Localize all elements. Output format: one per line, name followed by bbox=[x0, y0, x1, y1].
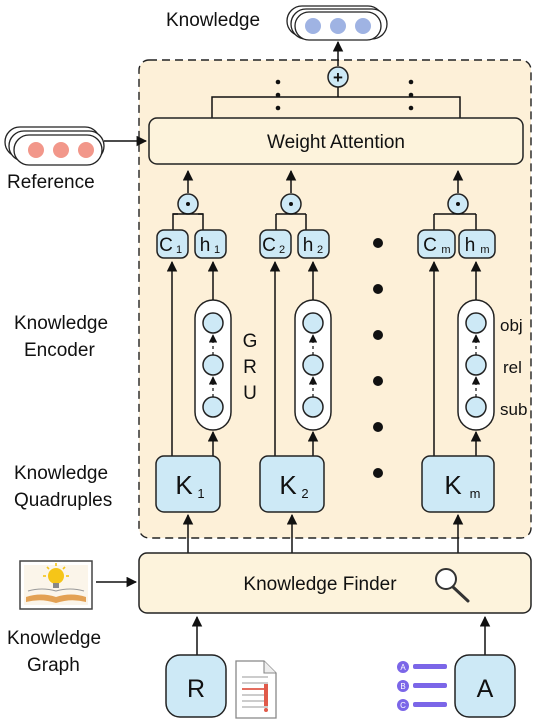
knowledge-encoder-label-line2: Encoder bbox=[24, 340, 95, 361]
knowledge-quadruples-label-line2: Quadruples bbox=[14, 490, 112, 511]
quadruple-label: K bbox=[175, 470, 193, 500]
encoder-column-m: C m h m K m bbox=[417, 169, 496, 513]
hidden-state-label: h bbox=[200, 235, 211, 256]
knowledge-output-label: Knowledge bbox=[166, 10, 260, 31]
cell-state-label: C bbox=[423, 235, 437, 256]
gru-label-r: R bbox=[243, 357, 257, 378]
knowledge-output-stack-icon bbox=[286, 5, 388, 41]
hidden-state-label: h bbox=[303, 235, 314, 256]
cell-state-node bbox=[156, 229, 189, 259]
svg-text:A: A bbox=[400, 663, 406, 672]
knowledge-finder-box bbox=[138, 552, 532, 614]
gru-label-g: G bbox=[243, 331, 258, 352]
quadruple-node bbox=[259, 455, 325, 513]
columns-ellipsis bbox=[373, 238, 383, 478]
cell-state-subscript: 2 bbox=[279, 244, 285, 256]
knowledge-dot bbox=[330, 18, 346, 34]
hidden-state-node bbox=[297, 229, 330, 259]
cell-state-subscript: m bbox=[441, 244, 450, 256]
knowledge-graph-label-line2: Graph bbox=[27, 655, 80, 676]
svg-text:C: C bbox=[400, 701, 406, 710]
hidden-state-label: h bbox=[465, 235, 476, 256]
reference-dot bbox=[53, 142, 69, 158]
knowledge-finder-label: Knowledge Finder bbox=[243, 574, 397, 595]
hidden-state-subscript: 1 bbox=[214, 244, 220, 256]
reference-stack-icon bbox=[4, 126, 105, 166]
hidden-state-node bbox=[194, 229, 227, 259]
cell-state-label: C bbox=[262, 235, 276, 256]
knowledge-graph-book-icon bbox=[19, 560, 93, 610]
quadruple-node bbox=[421, 455, 495, 513]
input-r-node bbox=[165, 654, 227, 718]
quadruple-label: K bbox=[279, 470, 297, 500]
document-icon bbox=[235, 660, 277, 719]
knowledge-encoder-label-line1: Knowledge bbox=[14, 313, 108, 334]
svg-text:B: B bbox=[400, 682, 405, 691]
rel-label: rel bbox=[503, 358, 522, 377]
encoder-panel bbox=[138, 59, 532, 539]
magnifier-icon bbox=[435, 568, 470, 603]
knowledge-dot bbox=[355, 18, 371, 34]
quadruple-node bbox=[155, 455, 221, 513]
sum-node-symbol: + bbox=[333, 68, 343, 87]
quadruple-subscript: m bbox=[470, 486, 481, 501]
reference-dot bbox=[78, 142, 94, 158]
hidden-state-subscript: m bbox=[480, 244, 489, 256]
obj-label: obj bbox=[500, 316, 523, 335]
weight-attention-label: Weight Attention bbox=[267, 132, 405, 153]
encoder-column-1: C 1 h 1 K 1 bbox=[155, 169, 232, 513]
sub-label: sub bbox=[500, 400, 527, 419]
reference-label: Reference bbox=[7, 172, 95, 193]
encoder-column-2: C 2 h 2 K 2 bbox=[259, 169, 332, 513]
quadruple-label: K bbox=[444, 470, 462, 500]
vertical-ellipsis bbox=[275, 79, 414, 111]
knowledge-quadruples-label-line1: Knowledge bbox=[14, 463, 108, 484]
cell-state-label: C bbox=[159, 235, 173, 256]
cell-state-subscript: 1 bbox=[176, 244, 182, 256]
gru-label-u: U bbox=[243, 383, 257, 404]
knowledge-dot bbox=[305, 18, 321, 34]
input-a-node bbox=[454, 654, 516, 718]
input-a-label: A bbox=[477, 675, 494, 703]
reference-dot bbox=[28, 142, 44, 158]
quadruple-subscript: 2 bbox=[301, 486, 308, 501]
quadruple-subscript: 1 bbox=[197, 486, 204, 501]
knowledge-graph-label-line1: Knowledge bbox=[7, 628, 101, 649]
cell-state-node bbox=[417, 229, 456, 259]
cell-state-node bbox=[259, 229, 292, 259]
list-icon: A B C bbox=[397, 661, 447, 711]
input-r-label: R bbox=[187, 675, 205, 703]
hidden-state-node bbox=[458, 229, 496, 259]
hidden-state-subscript: 2 bbox=[317, 244, 323, 256]
weight-attention-box bbox=[148, 117, 524, 165]
